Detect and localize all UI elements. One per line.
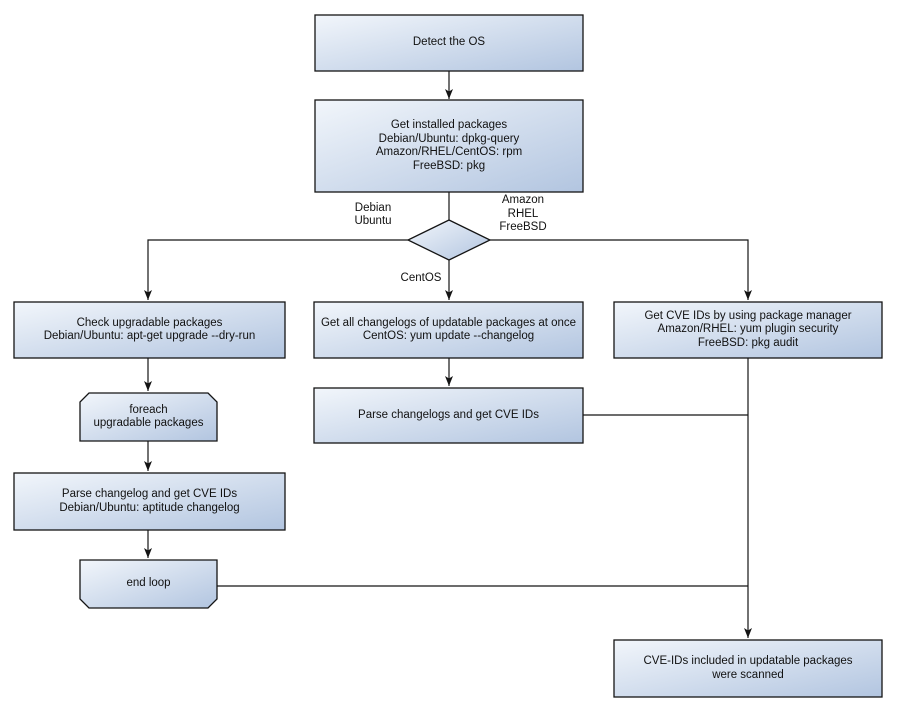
node-shape-check-upgradable (13, 301, 286, 359)
node-shape-parse-changelogs (313, 387, 584, 444)
node-shape-get-all-changelogs (313, 301, 584, 359)
node-shape-detect-os (314, 14, 584, 72)
node-shape-end-loop (79, 559, 218, 609)
node-shape-parse-changelog (13, 472, 286, 531)
edge-decision-to-check-upgradable (144, 239, 408, 300)
node-shape-foreach-loop-start (79, 392, 218, 442)
node-shape-get-installed-packages (314, 99, 584, 193)
node-shape-get-cve-pkg-manager (613, 301, 883, 359)
node-shape-cve-scanned (613, 639, 883, 698)
edge-decision-to-pkg-manager (490, 239, 752, 300)
node-shape-os-decision-diamond (406, 219, 492, 261)
